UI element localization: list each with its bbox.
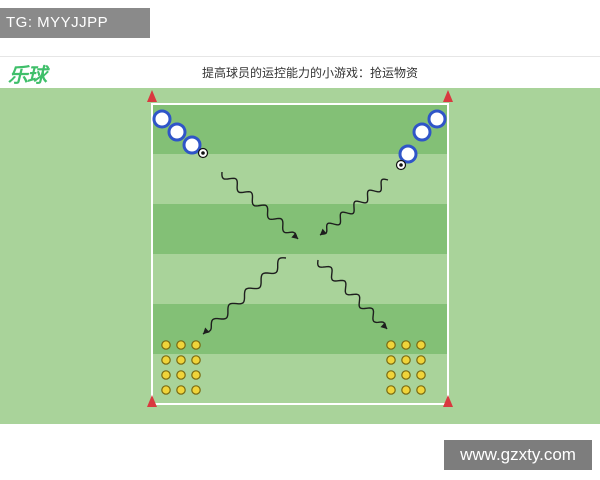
player-icon [412,122,432,142]
dribble-arrow [316,259,388,330]
arrow-head-icon [380,322,387,329]
arrow-head-icon [320,228,327,235]
supply-disc-icon [386,370,396,380]
supply-disc-icon [416,340,426,350]
supply-disc-icon [161,385,171,395]
arrow-head-icon [203,327,210,334]
supply-disc-icon [176,370,186,380]
supply-disc-icon [401,385,411,395]
soccer-ball-patch [201,151,205,155]
supply-disc-icon [176,355,186,365]
cone-icon [147,395,157,407]
player-icon [167,122,187,142]
player-icon [398,144,418,164]
supply-disc-icon [416,355,426,365]
supply-disc-icon [161,355,171,365]
supply-disc-icon [191,355,201,365]
soccer-ball-patch [399,163,403,167]
player-icon [182,135,202,155]
dribble-arrow [202,257,287,335]
header-bar: 乐球 提高球员的运控能力的小游戏：抢运物资 [0,56,600,89]
page-title: 提高球员的运控能力的小游戏：抢运物资 [201,66,418,80]
supply-disc-icon [161,370,171,380]
field-stripe [152,354,448,404]
field-boundary [151,103,449,405]
field-stripe [152,254,448,304]
supply-disc-icon [176,385,186,395]
brand-logo: 乐球 [8,63,47,87]
cone-icon [443,395,453,407]
field-stripe [152,304,448,354]
dribble-arrow [221,171,299,240]
supply-disc-icon [386,340,396,350]
supply-disc-icon [161,340,171,350]
cone-icon [147,90,157,102]
field-svg [147,90,453,407]
dribble-arrow [319,178,389,236]
field-stripe [152,204,448,254]
cone-icon [443,90,453,102]
tg-label: TG: MYYJJPP [0,8,150,38]
supply-disc-icon [386,355,396,365]
arrow-head-icon [291,232,298,239]
supply-disc-icon [191,370,201,380]
supply-disc-icon [416,385,426,395]
supply-disc-icon [191,340,201,350]
supply-disc-icon [401,340,411,350]
supply-disc-icon [401,370,411,380]
supply-disc-icon [401,355,411,365]
supply-disc-icon [416,370,426,380]
supply-disc-icon [176,340,186,350]
supply-disc-icon [191,385,201,395]
drill-diagram [0,88,600,424]
supply-disc-icon [386,385,396,395]
player-icon [152,109,172,129]
site-watermark: www.gzxty.com [444,440,592,470]
player-icon [427,109,447,129]
